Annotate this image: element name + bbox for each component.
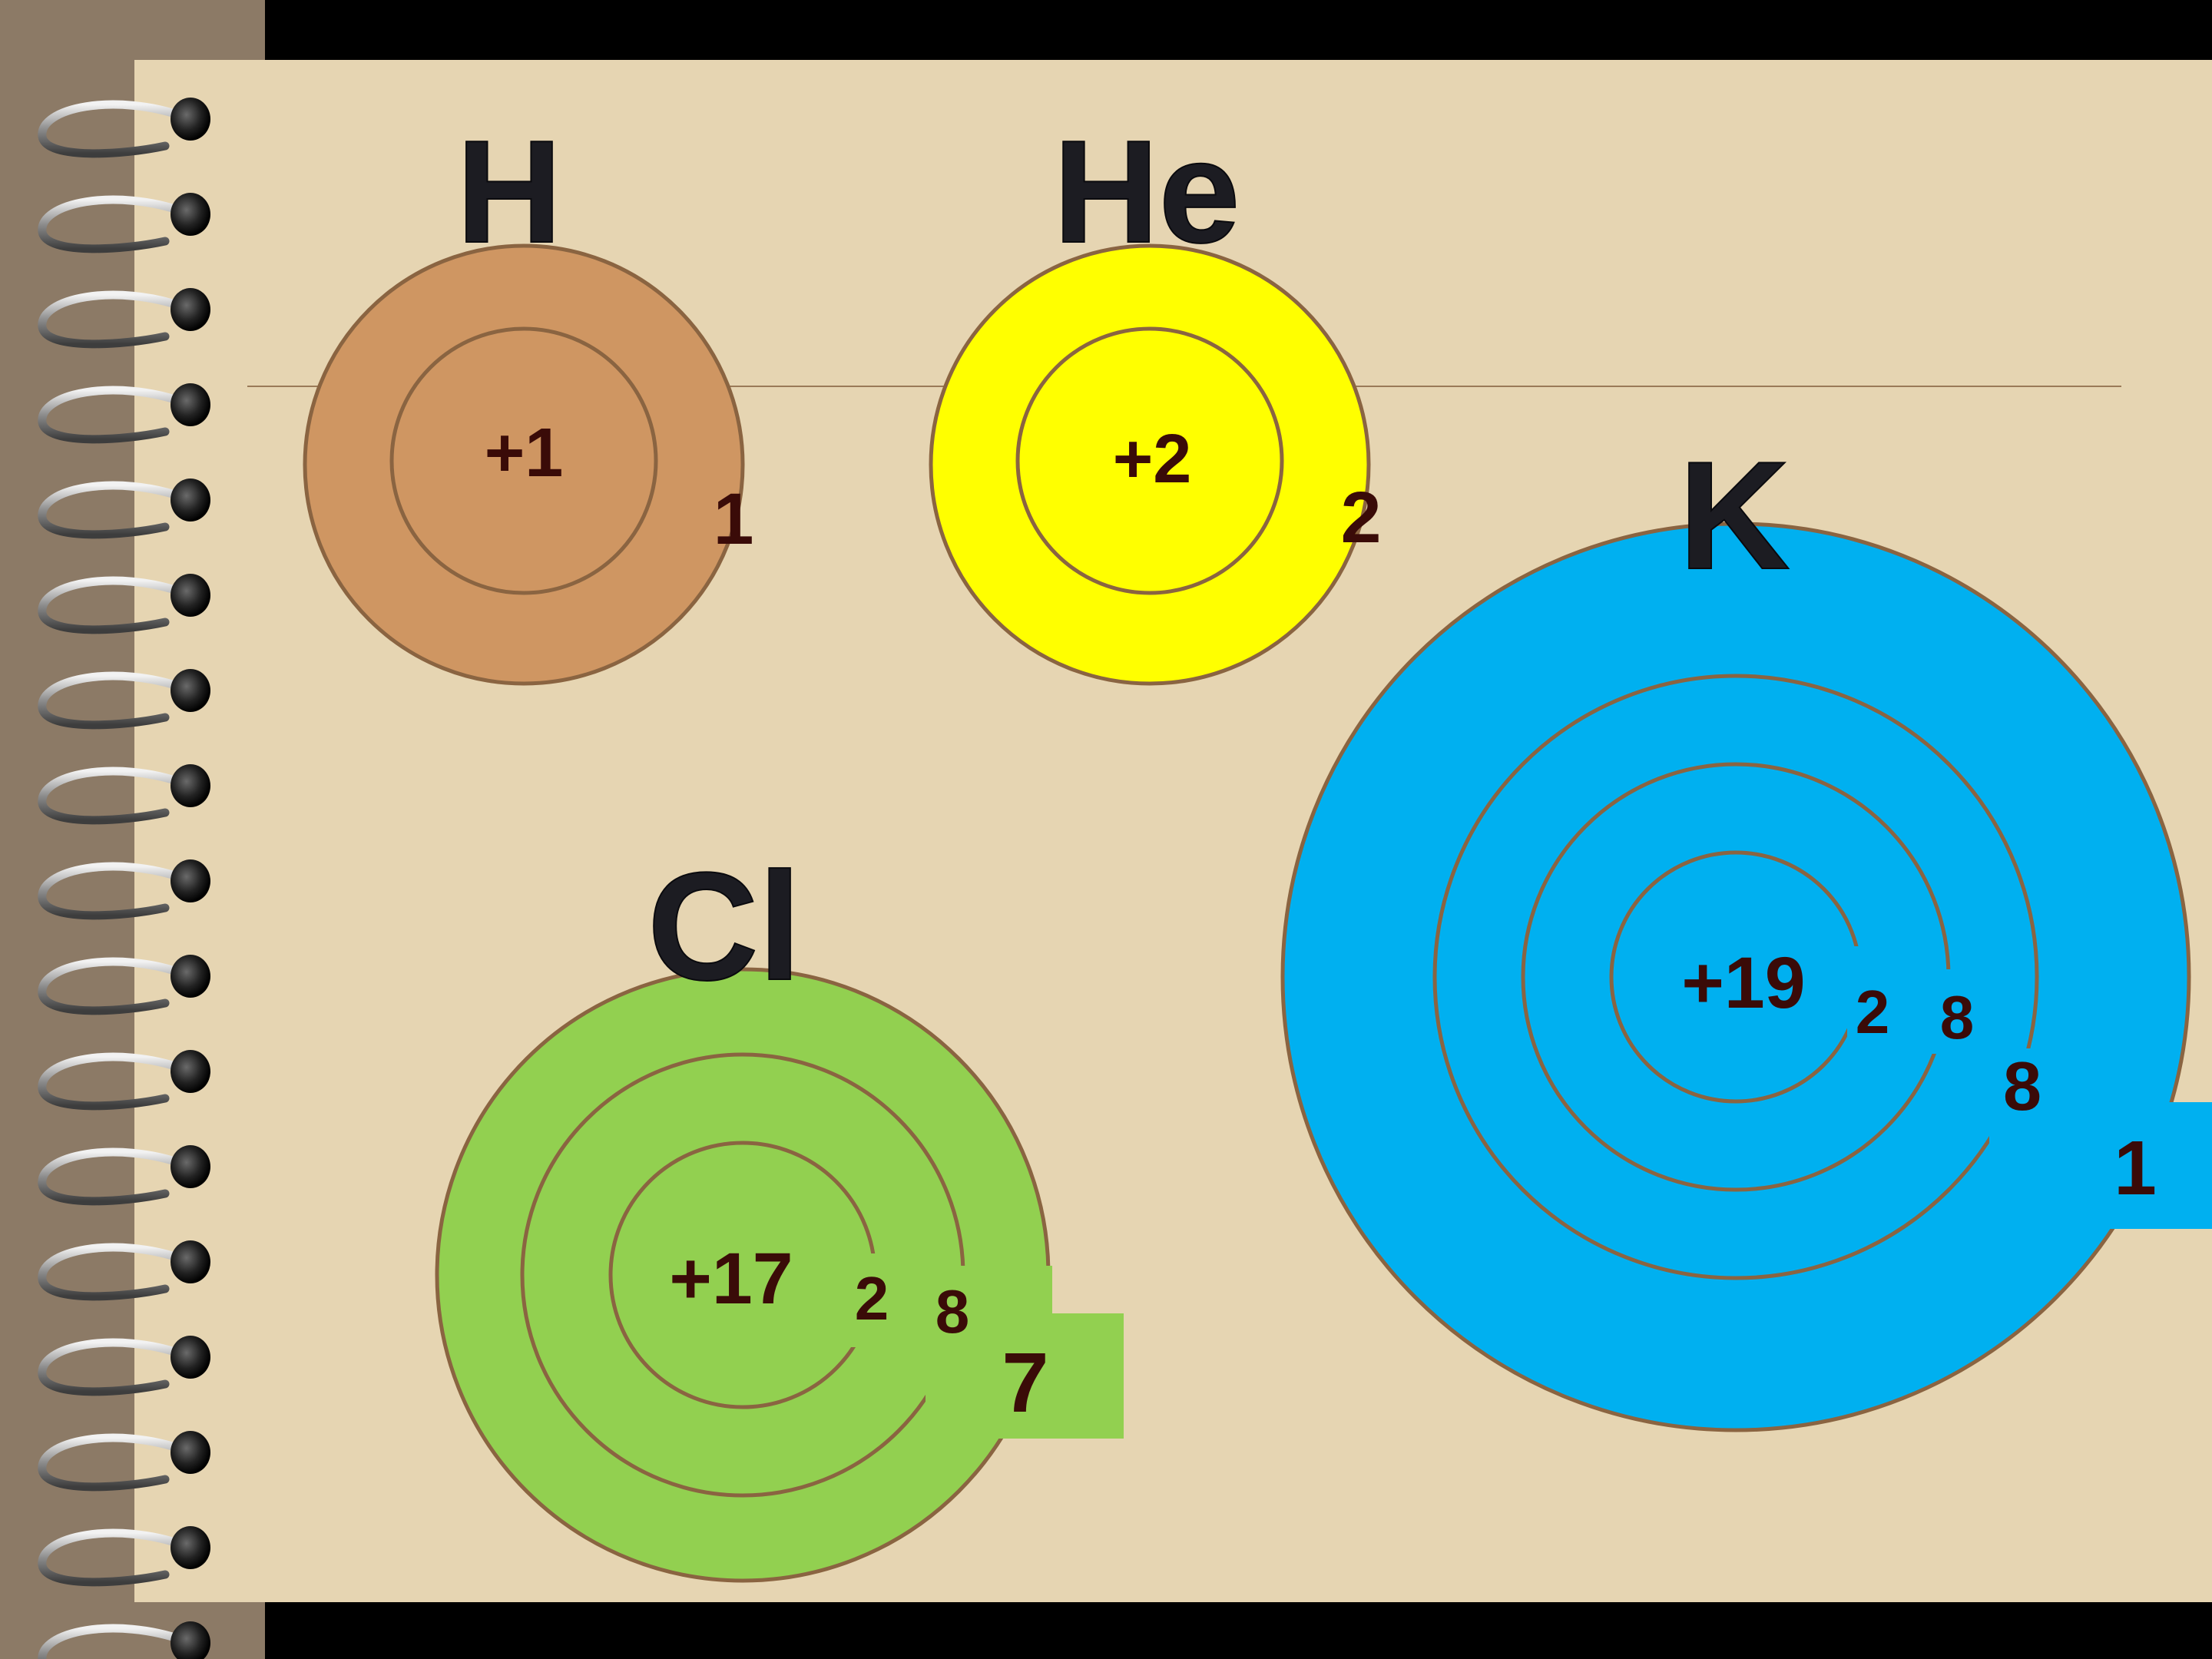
spiral-ring: [38, 1336, 210, 1396]
spiral-hole: [171, 1050, 210, 1093]
spiral-ring: [38, 955, 210, 1015]
spiral-hole: [171, 574, 210, 617]
spiral-ring: [38, 669, 210, 730]
spiral-ring: [38, 1526, 210, 1587]
atom-k-label-patch: [1847, 946, 1920, 1045]
spiral-ring: [38, 1240, 210, 1301]
atom-k-ring-3: [1432, 674, 2039, 1280]
spiral-hole: [171, 1240, 210, 1283]
spiral-ring: [38, 1050, 210, 1111]
shell-electrons-cl-2: 8: [935, 1277, 970, 1346]
nucleus-charge-h: +1: [485, 415, 564, 492]
spiral-hole: [171, 859, 210, 902]
spiral-hole: [171, 383, 210, 426]
spiral-ring: [38, 478, 210, 539]
spiral-hole: [171, 764, 210, 807]
spiral-ring: [38, 383, 210, 444]
spiral-ring: [38, 764, 210, 825]
atom-k-label-patch: [1919, 969, 1992, 1054]
spiral-hole: [171, 955, 210, 998]
spiral-ring: [38, 1145, 210, 1206]
spiral-hole: [171, 193, 210, 236]
atom-k-label-patch: [2101, 1102, 2212, 1229]
atom-h-inner-ring: [389, 326, 658, 595]
nucleus-charge-k: +19: [1681, 942, 1805, 1024]
shell-electrons-h-1: 1: [714, 478, 754, 560]
atom-k-outer-shell: [1280, 522, 2191, 1432]
atom-h: H +1 1: [303, 110, 754, 686]
spiral-hole: [171, 1336, 210, 1379]
spiral-hole: [171, 288, 210, 331]
shell-electrons-k-1: 2: [1856, 978, 1890, 1046]
nucleus-charge-he: +2: [1113, 421, 1192, 498]
atom-cl: Cl +17 2 8 7: [435, 840, 1124, 1583]
atom-he-inner-ring: [1015, 326, 1284, 595]
spiral-hole: [171, 1526, 210, 1569]
spiral-hole: [171, 1621, 210, 1659]
atom-he: He +2 2: [929, 110, 1382, 686]
atom-he-outer-shell: [929, 243, 1371, 686]
spiral-hole: [171, 478, 210, 522]
shell-electrons-k-2: 8: [1940, 983, 1975, 1051]
spiral-hole: [171, 1431, 210, 1474]
spiral-hole: [171, 669, 210, 712]
spiral-ring: [38, 574, 210, 634]
shell-electrons-cl-1: 2: [855, 1264, 889, 1333]
atom-symbol-cl: Cl: [647, 841, 801, 1012]
shell-electrons-k-4: 1: [2114, 1125, 2157, 1211]
atom-symbol-k: K: [1679, 430, 1790, 601]
atom-cl-label-patch: [926, 1313, 1124, 1439]
shell-electrons-he-1: 2: [1341, 477, 1382, 558]
spiral-hole: [171, 98, 210, 141]
spiral-hole: [171, 1145, 210, 1188]
atom-cl-label-patch: [849, 1253, 918, 1347]
atom-symbol-he: He: [1054, 111, 1240, 273]
spiral-binding: [38, 98, 210, 1659]
spiral-ring: [38, 1431, 210, 1492]
shell-electrons-k-3: 8: [2003, 1048, 2041, 1125]
spiral-ring: [38, 98, 210, 158]
spiral-ring: [38, 288, 210, 349]
atom-k: K +19 2 8 8 1: [1280, 429, 2212, 1432]
nucleus-charge-cl: +17: [669, 1238, 793, 1320]
spiral-ring: [38, 193, 210, 253]
spiral-ring: [38, 1621, 210, 1659]
atom-h-outer-shell: [303, 243, 745, 686]
shell-electrons-cl-3: 7: [1002, 1336, 1048, 1430]
spiral-ring: [38, 859, 210, 920]
atom-k-label-patch: [1989, 1048, 2058, 1144]
